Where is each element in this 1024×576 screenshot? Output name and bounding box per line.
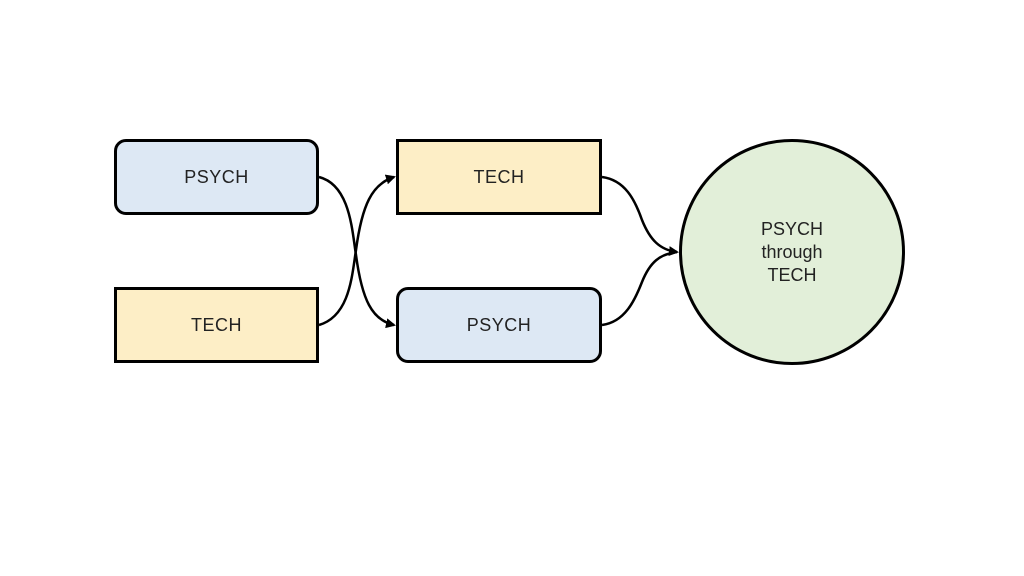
connector-tech-to-tech: [318, 174, 396, 327]
result-line-2: through: [761, 241, 823, 262]
left-tech-label: TECH: [191, 314, 242, 335]
result-line-3: TECH: [767, 264, 817, 285]
left-psych-box: PSYCH: [114, 139, 319, 215]
result-line-1: PSYCH: [760, 218, 823, 239]
connector-psych-to-result: [601, 250, 678, 327]
middle-tech-label: TECH: [473, 166, 525, 187]
middle-psych-box: PSYCH: [396, 287, 602, 363]
middle-tech-box: TECH: [396, 139, 602, 215]
connector-tech-to-result: [601, 175, 679, 257]
left-psych-label: PSYCH: [184, 166, 249, 187]
result-circle: PSYCH through TECH: [679, 139, 905, 365]
left-tech-box: TECH: [114, 287, 319, 363]
middle-psych-label: PSYCH: [466, 314, 532, 335]
